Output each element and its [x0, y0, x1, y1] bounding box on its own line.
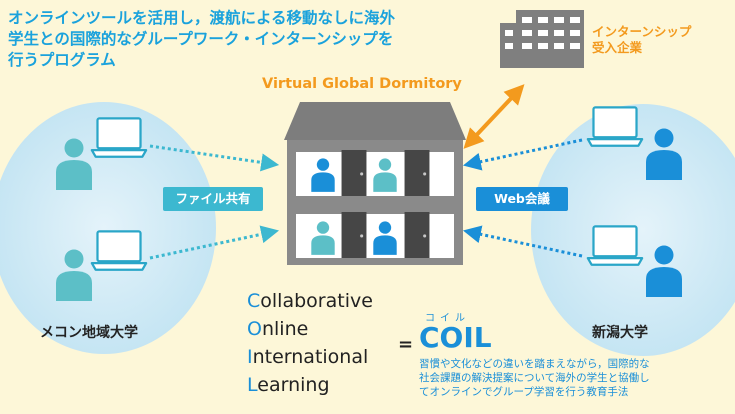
- arrow-right-upper: [462, 138, 583, 171]
- coil-term-rest: earning: [257, 374, 330, 396]
- coil-term-rest: nline: [261, 318, 309, 340]
- coil-term: Collaborative: [247, 287, 373, 315]
- laptop-icon: [90, 230, 148, 271]
- company-building-icon: [500, 10, 584, 68]
- web-meeting-tag: Web会議: [476, 187, 568, 211]
- left-university-circle: [0, 102, 216, 354]
- coil-term-initial: O: [247, 318, 262, 340]
- coil-term: Online: [247, 315, 373, 343]
- coil-term-initial: L: [247, 374, 258, 396]
- coil-description-line: 社会課題の解決提案について海外の学生と協働し: [419, 372, 650, 384]
- coil-term: International: [247, 343, 373, 371]
- dormitory-label: Virtual Global Dormitory: [262, 76, 462, 92]
- laptop-icon: [586, 106, 644, 147]
- laptop-icon: [90, 117, 148, 158]
- headline: オンラインツールを活用し，渡航による移動なしに海外 学生との国際的なグループワー…: [8, 8, 438, 71]
- coil-expansion: Collaborative Online International Learn…: [247, 287, 373, 399]
- coil-description: 習慣や文化などの違いを踏まえながら，国際的な 社会課題の解決提案について海外の学…: [419, 357, 650, 399]
- coil-term-initial: C: [247, 290, 261, 312]
- coil-term-initial: I: [247, 346, 253, 368]
- dormitory-building-icon: [284, 102, 466, 265]
- headline-line: 学生との国際的なグループワーク・インターンシップを: [8, 30, 394, 48]
- company-label-line: インターンシップ: [592, 24, 692, 39]
- laptop-icon: [586, 225, 644, 266]
- equals-sign: =: [398, 334, 414, 355]
- coil-term-rest: nternational: [252, 346, 369, 368]
- university-label-left: メコン地域大学: [40, 325, 138, 341]
- headline-line: 行うプログラム: [8, 51, 116, 69]
- coil-term-rest: ollaborative: [260, 290, 373, 312]
- coil-description-line: てオンラインでグループ学習を行う教育手法: [419, 386, 629, 398]
- university-label-right: 新潟大学: [592, 325, 648, 341]
- arrow-company-dormitory: [463, 84, 525, 149]
- file-share-tag: ファイル共有: [163, 187, 263, 211]
- coil-ruby: コイル: [425, 313, 470, 324]
- company-label-line: 受入企業: [592, 40, 643, 55]
- company-label: インターンシップ 受入企業: [592, 24, 691, 56]
- arrow-right-lower: [462, 225, 583, 258]
- headline-line: オンラインツールを活用し，渡航による移動なしに海外: [8, 9, 396, 27]
- coil-description-line: 習慣や文化などの違いを踏まえながら，国際的な: [419, 358, 650, 370]
- arrow-left-upper: [149, 144, 280, 172]
- coil-term: Learning: [247, 371, 373, 399]
- coil-acronym: COIL: [419, 321, 492, 354]
- arrow-left-lower: [149, 225, 280, 260]
